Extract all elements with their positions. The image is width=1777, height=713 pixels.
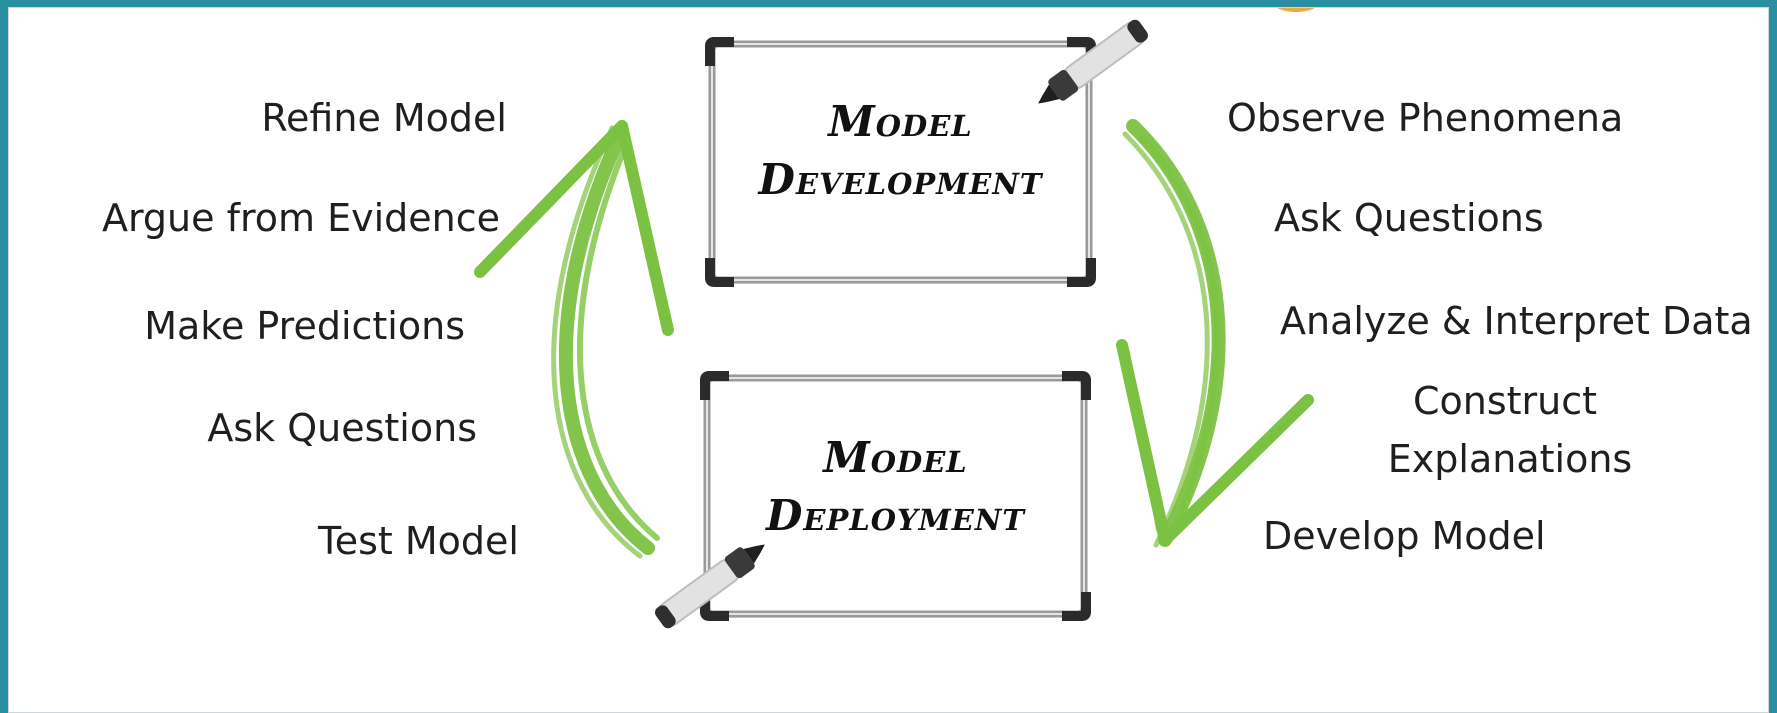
board-title-line2: Deployment — [766, 491, 1025, 540]
left-label-make-predictions: Make Predictions — [144, 304, 465, 348]
right-label-construct: Construct — [1412, 379, 1598, 423]
left-label-test-model: Test Model — [317, 519, 519, 563]
board-title-line2: Development — [758, 155, 1043, 204]
left-label-ask-questions: Ask Questions — [207, 406, 477, 450]
board-title-line1: Model — [828, 97, 973, 146]
right-label-ask-questions: Ask Questions — [1274, 196, 1544, 240]
marker-icon — [655, 544, 765, 629]
board-model-deployment: Model Deployment — [700, 371, 1091, 621]
right-label-observe-phenomena: Observe Phenomena — [1227, 96, 1624, 140]
whiteboard-frame-icon — [705, 37, 1096, 287]
left-label-argue-evidence: Argue from Evidence — [101, 196, 500, 240]
right-label-explanations: Explanations — [1387, 437, 1633, 481]
right-label-develop-model: Develop Model — [1263, 514, 1546, 558]
decorative-orange-shape — [1271, 8, 1321, 12]
whiteboard-frame-icon — [700, 371, 1091, 621]
left-label-refine-model: Refine Model — [261, 96, 507, 140]
marker-icon — [1038, 19, 1148, 104]
right-label-analyze-data: Analyze & Interpret Data — [1280, 299, 1753, 343]
board-title-line1: Model — [823, 433, 968, 482]
board-model-development: Model Development — [705, 37, 1096, 287]
